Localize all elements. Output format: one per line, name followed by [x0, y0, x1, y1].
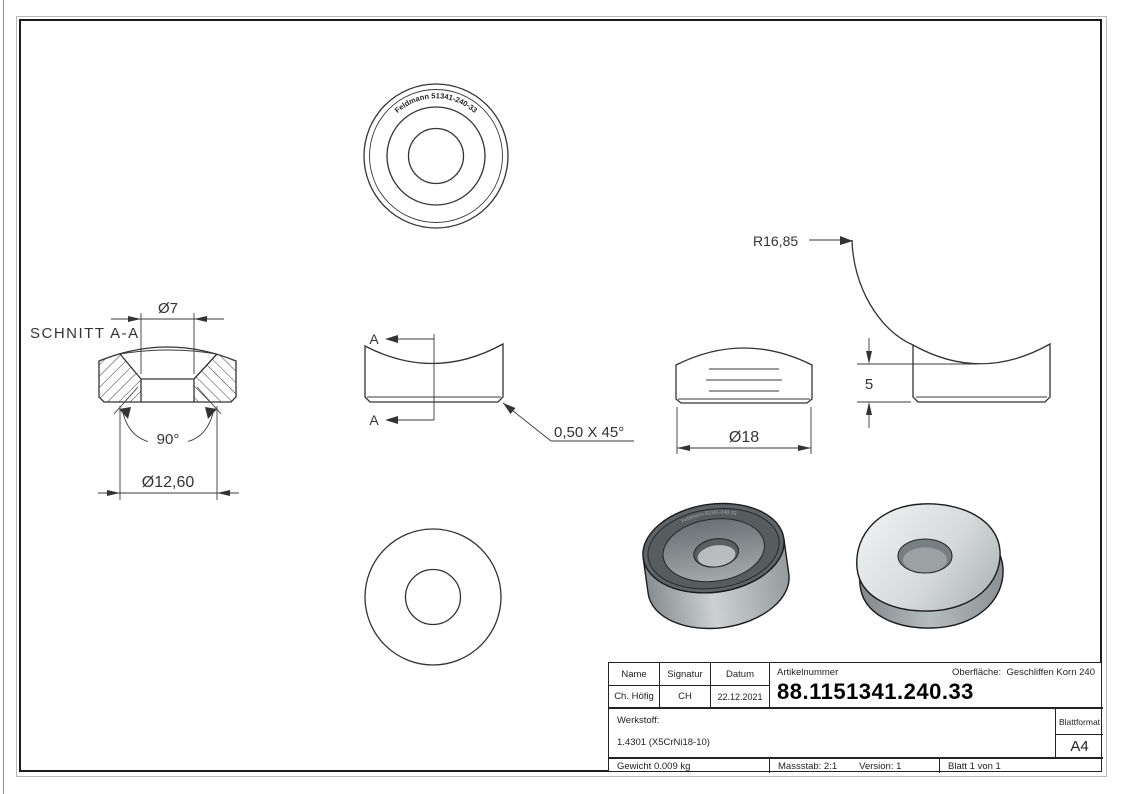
surface-info: Oberfläche: Geschliffen Korn 240	[952, 667, 1095, 678]
svg-text:Ø18: Ø18	[729, 429, 759, 446]
section-view-a-a: SCHNITT A-A Ø7	[30, 300, 239, 500]
article-label: Artikelnummer	[777, 667, 839, 678]
right-side-view: R16,85 5	[753, 233, 1051, 428]
dim-countersink-diameter: Ø12,60	[98, 406, 239, 500]
section-view-label: SCHNITT A-A	[30, 325, 140, 342]
side-view-with-cut-line: A A 0,50 X 45°	[364, 331, 634, 442]
material-cell: Werkstoff: 1.4301 (X5CrNi18-10)	[609, 709, 1056, 759]
drawing-frame-shadow	[16, 16, 1107, 777]
article-number: 88.1151341.240.33	[777, 679, 974, 704]
title-block: Name Signatur Datum Ch. Höfig CH 22.12.2…	[608, 662, 1103, 773]
dim-hole-diameter: Ø7	[111, 300, 224, 374]
iso-render-top: Feldmann 51341-240-33	[642, 502, 790, 630]
svg-text:90°: 90°	[157, 431, 180, 448]
sheet-number-cell: Blatt 1 von 1	[948, 760, 1001, 772]
svg-text:Ø7: Ø7	[158, 300, 178, 317]
chamfer-callout: 0,50 X 45°	[502, 402, 634, 442]
part-marking-text: Feldmann 51341-240-33	[393, 91, 479, 115]
article-number-cell: Artikelnummer Oberfläche: Geschliffen Ko…	[770, 663, 1103, 709]
bottom-view	[364, 528, 502, 666]
section-hatch-right	[194, 354, 236, 402]
section-cut-label-top: A	[369, 331, 379, 347]
svg-text:Ø12,60: Ø12,60	[142, 474, 195, 491]
signature-value-cell: CH	[660, 686, 711, 709]
iso-render-bottom	[856, 503, 1004, 629]
version-value: Version: 1	[859, 760, 902, 772]
scale-version-cell: Massstab: 2:1 Version: 1	[770, 759, 940, 773]
dim-countersink-angle: 90°	[113, 386, 222, 448]
top-view: Feldmann 51341-240-33	[363, 83, 509, 229]
date-label-cell: Datum	[711, 663, 770, 686]
dim-height: 5	[857, 338, 977, 428]
name-value-cell: Ch. Höfig	[609, 686, 660, 709]
sheet-format-label-cell: Blattformat	[1056, 709, 1103, 735]
date-value-cell: 22.12.2021	[711, 686, 770, 709]
sheet-format-value-cell: A4	[1056, 735, 1103, 759]
section-cut-label-bottom: A	[369, 412, 379, 428]
front-view: Ø18	[675, 347, 813, 454]
drawing-frame	[19, 19, 1102, 772]
dim-saddle-radius: R16,85	[753, 233, 853, 249]
weight-cell: Gewicht 0.009 kg	[609, 759, 770, 773]
dim-outer-diameter: Ø18	[676, 407, 812, 454]
svg-text:0,50 X 45°: 0,50 X 45°	[554, 424, 624, 441]
section-hatch-left	[99, 354, 141, 402]
page-edge-line	[3, 0, 4, 794]
material-label: Werkstoff:	[617, 715, 660, 726]
scale-value: Massstab: 2:1	[778, 760, 838, 772]
name-label-cell: Name	[609, 663, 660, 686]
svg-text:R16,85: R16,85	[753, 233, 798, 249]
material-value: 1.4301 (X5CrNi18-10)	[617, 737, 710, 748]
signature-label-cell: Signatur	[660, 663, 711, 686]
svg-text:5: 5	[865, 376, 873, 393]
